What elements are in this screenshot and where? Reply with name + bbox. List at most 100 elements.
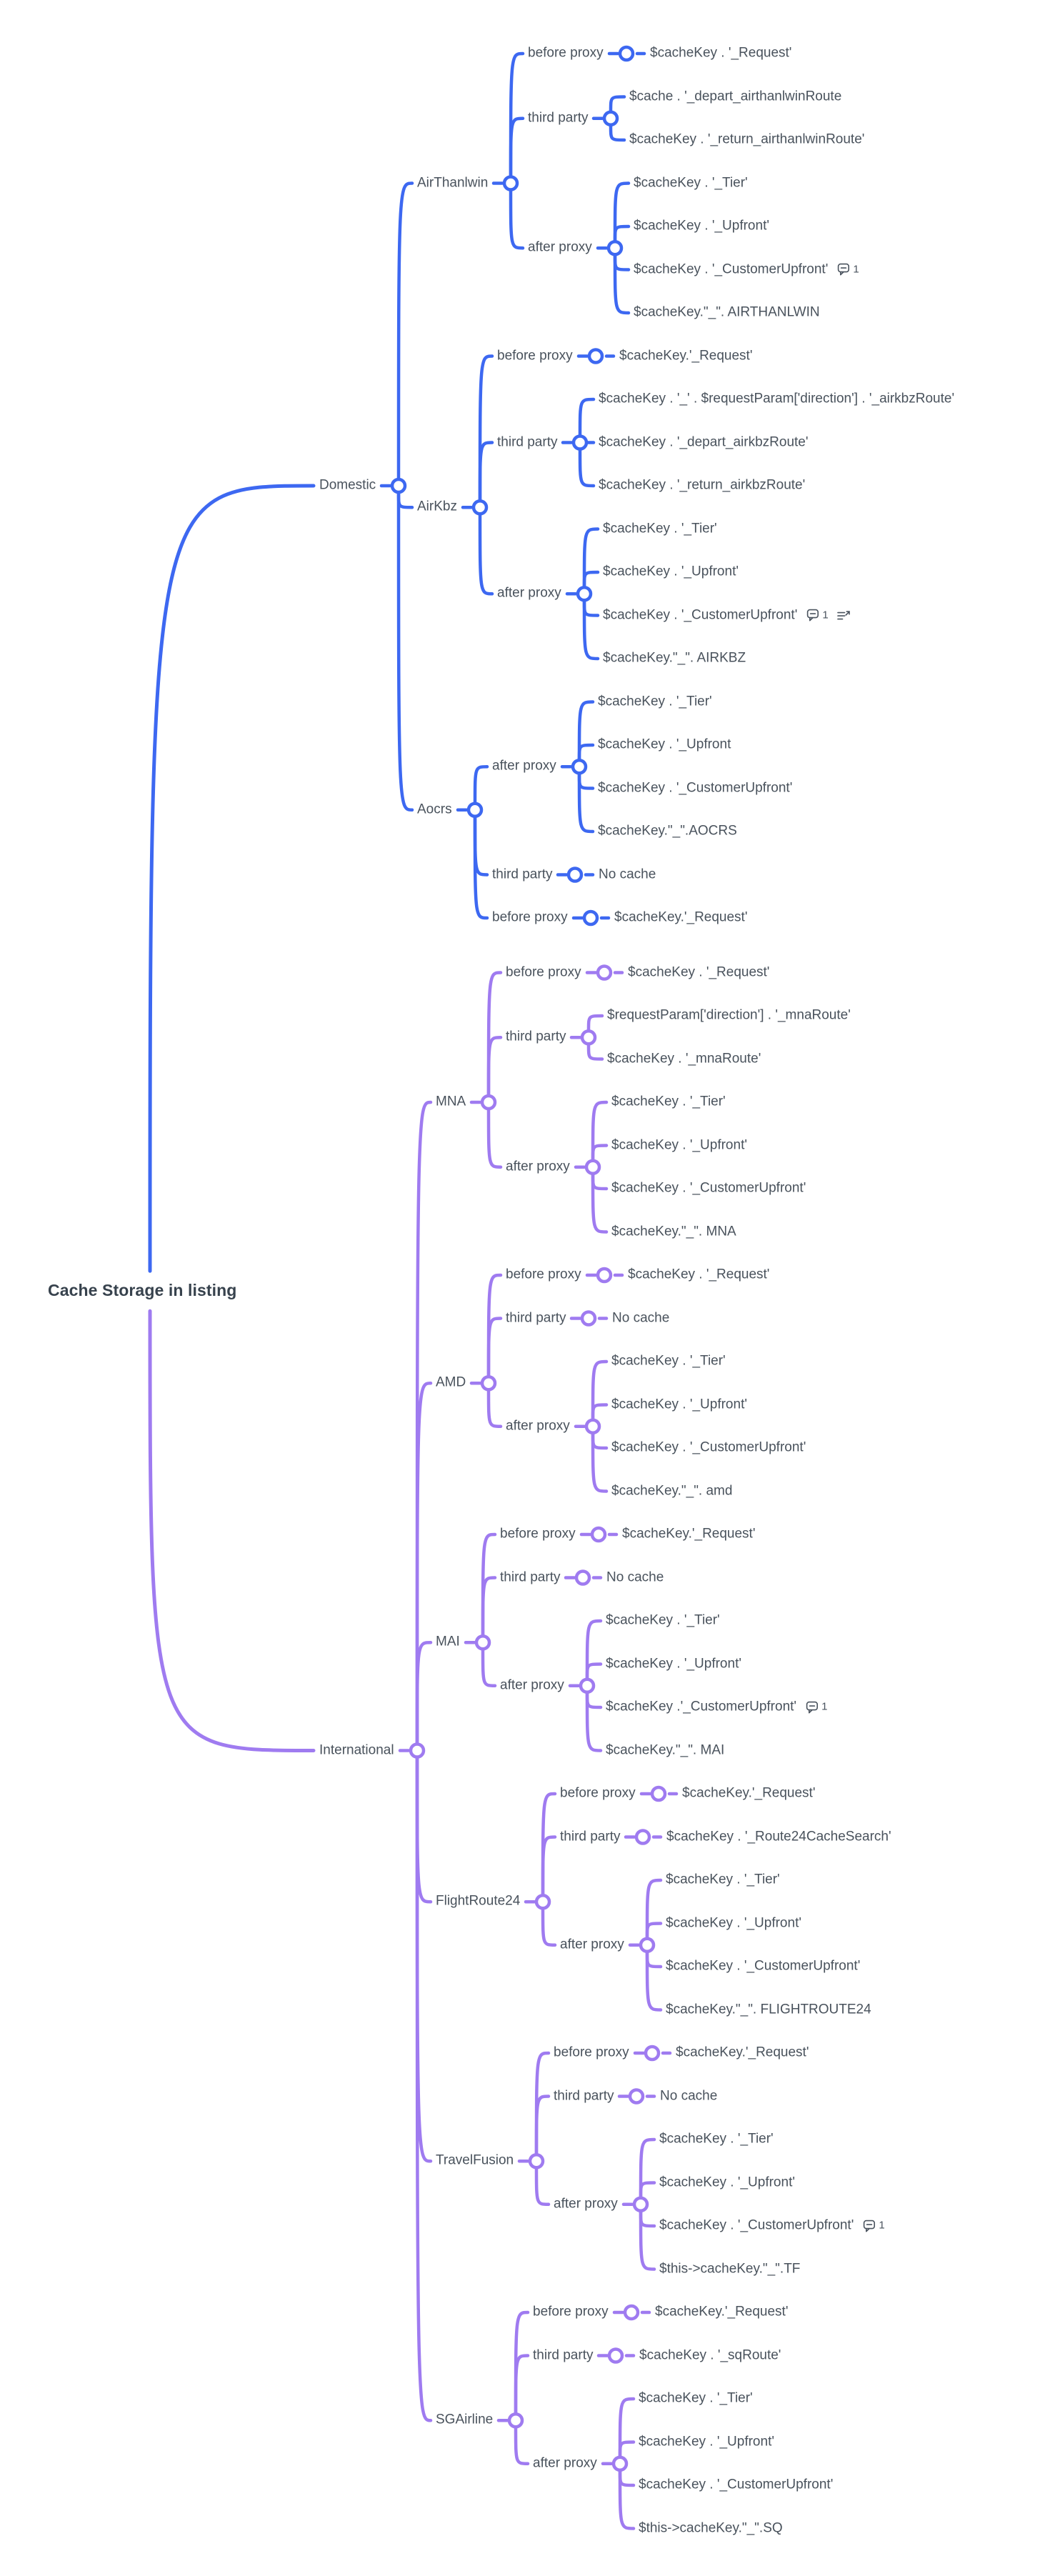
- node-circle[interactable]: [390, 477, 407, 494]
- comment-badge[interactable]: 1: [837, 263, 859, 276]
- node-circle[interactable]: [580, 1310, 597, 1327]
- airline-label-travelfusion[interactable]: TravelFusion: [436, 2153, 514, 2170]
- phase-label-before-proxy[interactable]: before proxy: [500, 1527, 576, 1543]
- comment-badge[interactable]: 1: [806, 609, 829, 622]
- comment-badge[interactable]: 1: [863, 2219, 885, 2232]
- cache-key-leaf[interactable]: $cacheKey . '_' . $requestParam['directi…: [599, 391, 954, 408]
- airline-label-airthanlwin[interactable]: AirThanlwin: [417, 175, 488, 191]
- airline-label-aocrs[interactable]: Aocrs: [417, 802, 452, 818]
- node-circle[interactable]: [571, 434, 589, 451]
- cache-key-leaf[interactable]: $cacheKey."_". MNA: [611, 1224, 736, 1240]
- node-circle[interactable]: [409, 1742, 426, 1759]
- cache-key-leaf[interactable]: $cacheKey . '_Upfront': [666, 1915, 801, 1932]
- node-circle[interactable]: [606, 240, 624, 256]
- phase-label-before-proxy[interactable]: before proxy: [492, 910, 568, 927]
- cache-key-leaf[interactable]: No cache: [606, 1569, 664, 1586]
- list-arrow-badge[interactable]: [836, 609, 851, 621]
- phase-label-before-proxy[interactable]: before proxy: [560, 1786, 636, 1802]
- cache-key-leaf[interactable]: $cacheKey."_". amd: [611, 1483, 732, 1499]
- cache-key-leaf[interactable]: $cacheKey . '_Tier': [598, 694, 712, 710]
- cache-key-leaf[interactable]: $cacheKey.'_Request': [682, 1786, 815, 1802]
- phase-label-before-proxy[interactable]: before proxy: [497, 348, 573, 364]
- phase-label-after-proxy[interactable]: after proxy: [506, 1159, 570, 1175]
- phase-label-third-party[interactable]: third party: [492, 867, 552, 883]
- node-circle[interactable]: [480, 1094, 497, 1111]
- cache-key-leaf[interactable]: $cacheKey."_". MAI: [606, 1742, 724, 1759]
- node-circle[interactable]: [576, 586, 593, 602]
- phase-label-third-party[interactable]: third party: [497, 434, 557, 451]
- airline-label-mna[interactable]: MNA: [436, 1094, 466, 1111]
- node-circle[interactable]: [534, 1894, 551, 1910]
- root-label[interactable]: Cache Storage in listing: [48, 1281, 236, 1301]
- cache-key-leaf[interactable]: $cacheKey . '_CustomerUpfront': [598, 780, 792, 797]
- phase-label-after-proxy[interactable]: after proxy: [554, 2196, 618, 2212]
- cache-key-leaf[interactable]: $cacheKey . '_Upfront': [659, 2175, 795, 2191]
- node-circle[interactable]: [650, 1785, 667, 1802]
- cache-key-leaf[interactable]: $cacheKey.'_Request': [614, 910, 747, 927]
- cache-key-leaf[interactable]: $cacheKey . '_return_airkbzRoute': [599, 478, 805, 494]
- cache-key-leaf[interactable]: $cacheKey.'_Request': [676, 2045, 809, 2062]
- cache-key-leaf[interactable]: $cacheKey."_". AIRTHANLWIN: [634, 305, 820, 321]
- section-label-domestic[interactable]: Domestic: [319, 478, 376, 494]
- node-circle[interactable]: [566, 867, 584, 883]
- node-circle[interactable]: [574, 1569, 591, 1586]
- cache-key-leaf[interactable]: $cacheKey . '_CustomerUpfront': [611, 1440, 806, 1457]
- airline-label-amd[interactable]: AMD: [436, 1375, 466, 1392]
- node-circle[interactable]: [639, 1937, 656, 1953]
- section-label-international[interactable]: International: [319, 1742, 394, 1759]
- cache-key-leaf[interactable]: $cacheKey.'_Request': [619, 348, 752, 364]
- cache-key-leaf[interactable]: $cacheKey . '_CustomerUpfront'1: [634, 261, 859, 278]
- node-circle[interactable]: [584, 1159, 601, 1175]
- node-circle[interactable]: [596, 964, 613, 981]
- cache-key-leaf[interactable]: $cacheKey . '_Upfront': [611, 1137, 747, 1154]
- cache-key-leaf[interactable]: $cacheKey . '_Tier': [659, 2132, 774, 2148]
- cache-key-leaf[interactable]: $cacheKey . '_CustomerUpfront'1: [603, 607, 851, 624]
- cache-key-leaf[interactable]: $cacheKey . '_Tier': [603, 521, 717, 537]
- phase-label-before-proxy[interactable]: before proxy: [533, 2305, 609, 2321]
- node-circle[interactable]: [466, 802, 484, 818]
- cache-key-leaf[interactable]: $cacheKey . '_Route24CacheSearch': [666, 1829, 891, 1845]
- cache-key-leaf[interactable]: $cacheKey . '_Tier': [611, 1354, 726, 1370]
- phase-label-before-proxy[interactable]: before proxy: [528, 46, 604, 62]
- node-circle[interactable]: [596, 1267, 613, 1284]
- phase-label-third-party[interactable]: third party: [554, 2088, 614, 2105]
- node-circle[interactable]: [602, 110, 619, 126]
- phase-label-after-proxy[interactable]: after proxy: [500, 1677, 564, 1694]
- cache-key-leaf[interactable]: $cacheKey . '_Upfront': [639, 2434, 774, 2450]
- phase-label-third-party[interactable]: third party: [506, 1029, 566, 1046]
- cache-key-leaf[interactable]: $cacheKey . '_CustomerUpfront': [639, 2477, 833, 2494]
- cache-key-leaf[interactable]: $cacheKey."_". FLIGHTROUTE24: [666, 2002, 871, 2018]
- cache-key-leaf[interactable]: $cacheKey . '_Upfront: [598, 737, 731, 754]
- node-circle[interactable]: [528, 2153, 545, 2170]
- cache-key-leaf[interactable]: $requestParam['direction'] . '_mnaRoute': [607, 1008, 851, 1024]
- cache-key-leaf[interactable]: $cacheKey.'_Request': [655, 2305, 788, 2321]
- cache-key-leaf[interactable]: $cache . '_depart_airthanlwinRoute: [629, 89, 841, 105]
- cache-key-leaf[interactable]: $cacheKey . '_Upfront': [634, 219, 769, 235]
- phase-label-third-party[interactable]: third party: [533, 2347, 593, 2364]
- comment-badge[interactable]: 1: [806, 1700, 827, 1714]
- node-circle[interactable]: [502, 175, 519, 191]
- phase-label-after-proxy[interactable]: after proxy: [533, 2455, 597, 2472]
- phase-label-after-proxy[interactable]: after proxy: [560, 1937, 624, 1953]
- phase-label-after-proxy[interactable]: after proxy: [497, 586, 561, 602]
- phase-label-before-proxy[interactable]: before proxy: [506, 964, 581, 981]
- airline-label-airkbz[interactable]: AirKbz: [417, 499, 457, 516]
- node-circle[interactable]: [582, 909, 599, 927]
- cache-key-leaf[interactable]: $cacheKey . '_Tier': [634, 175, 748, 191]
- phase-label-after-proxy[interactable]: after proxy: [506, 1418, 570, 1434]
- cache-key-leaf[interactable]: No cache: [660, 2088, 717, 2105]
- cache-key-leaf[interactable]: No cache: [612, 1310, 669, 1327]
- phase-label-third-party[interactable]: third party: [528, 110, 588, 126]
- cache-key-leaf[interactable]: $cacheKey .'_CustomerUpfront'1: [606, 1699, 827, 1716]
- cache-key-leaf[interactable]: $cacheKey . '_mnaRoute': [607, 1051, 761, 1067]
- airline-label-mai[interactable]: MAI: [436, 1634, 460, 1651]
- cache-key-leaf[interactable]: $cacheKey . '_CustomerUpfront': [611, 1181, 806, 1197]
- node-circle[interactable]: [471, 499, 489, 516]
- node-circle[interactable]: [474, 1634, 491, 1651]
- node-circle[interactable]: [618, 45, 635, 62]
- cache-key-leaf[interactable]: $cacheKey . '_return_airthanlwinRoute': [629, 132, 864, 149]
- node-circle[interactable]: [590, 1526, 607, 1543]
- node-circle[interactable]: [644, 2045, 661, 2062]
- airline-label-flightroute24[interactable]: FlightRoute24: [436, 1894, 520, 1910]
- airline-label-sgairline[interactable]: SGAirline: [436, 2412, 493, 2429]
